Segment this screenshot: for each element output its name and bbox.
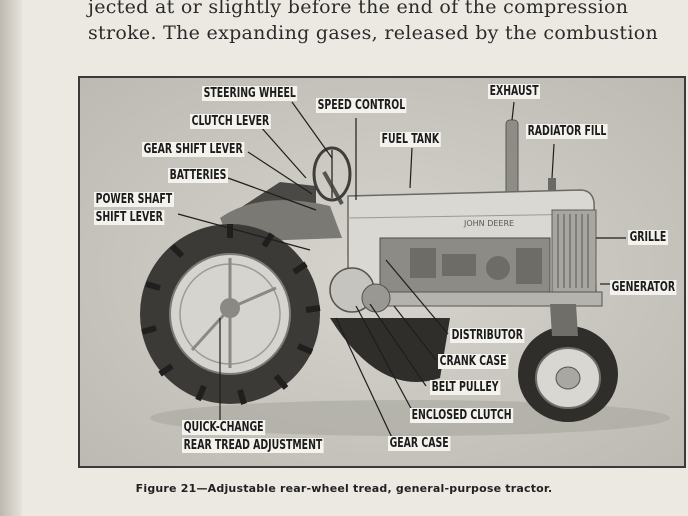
label-gear-shift-lever: GEAR SHIFT LEVER bbox=[142, 142, 245, 157]
label-batteries: BATTERIES bbox=[168, 168, 228, 183]
label-gear-case: GEAR CASE bbox=[388, 436, 451, 451]
label-quick-change: QUICK-CHANGE bbox=[182, 420, 266, 435]
label-rear-tread-adjustment: REAR TREAD ADJUSTMENT bbox=[182, 438, 324, 453]
label-steering-wheel: STEERING WHEEL bbox=[202, 86, 298, 101]
label-distributor: DISTRIBUTOR bbox=[450, 328, 525, 343]
label-power-shaft: POWER SHAFT bbox=[94, 192, 174, 207]
figure-caption-text: Figure 21—Adjustable rear-wheel tread, g… bbox=[135, 482, 553, 495]
label-generator: GENERATOR bbox=[610, 280, 677, 295]
label-radiator-fill: RADIATOR FILL bbox=[526, 124, 608, 139]
body-text-line: stroke. The expanding gases, released by… bbox=[88, 22, 659, 44]
page-gutter-shadow bbox=[0, 0, 22, 516]
label-enclosed-clutch: ENCLOSED CLUTCH bbox=[410, 408, 514, 423]
label-exhaust: EXHAUST bbox=[488, 84, 541, 99]
label-belt-pulley: BELT PULLEY bbox=[430, 380, 501, 395]
body-text-line: jected at or slightly before the end of … bbox=[88, 0, 629, 18]
label-grille: GRILLE bbox=[628, 230, 668, 245]
figure-caption: Figure 21—Adjustable rear-wheel tread, g… bbox=[0, 482, 688, 495]
label-clutch-lever: CLUTCH LEVER bbox=[190, 114, 271, 129]
label-fuel-tank: FUEL TANK bbox=[380, 132, 441, 147]
label-crank-case: CRANK CASE bbox=[438, 354, 509, 369]
hood-brand-text: JOHN DEERE bbox=[463, 219, 514, 228]
label-speed-control: SPEED CONTROL bbox=[316, 98, 407, 113]
body-text: jected at or slightly before the end of … bbox=[88, 0, 688, 46]
tractor-figure: JOHN DEERE bbox=[78, 76, 686, 468]
label-shift-lever: SHIFT LEVER bbox=[94, 210, 165, 225]
